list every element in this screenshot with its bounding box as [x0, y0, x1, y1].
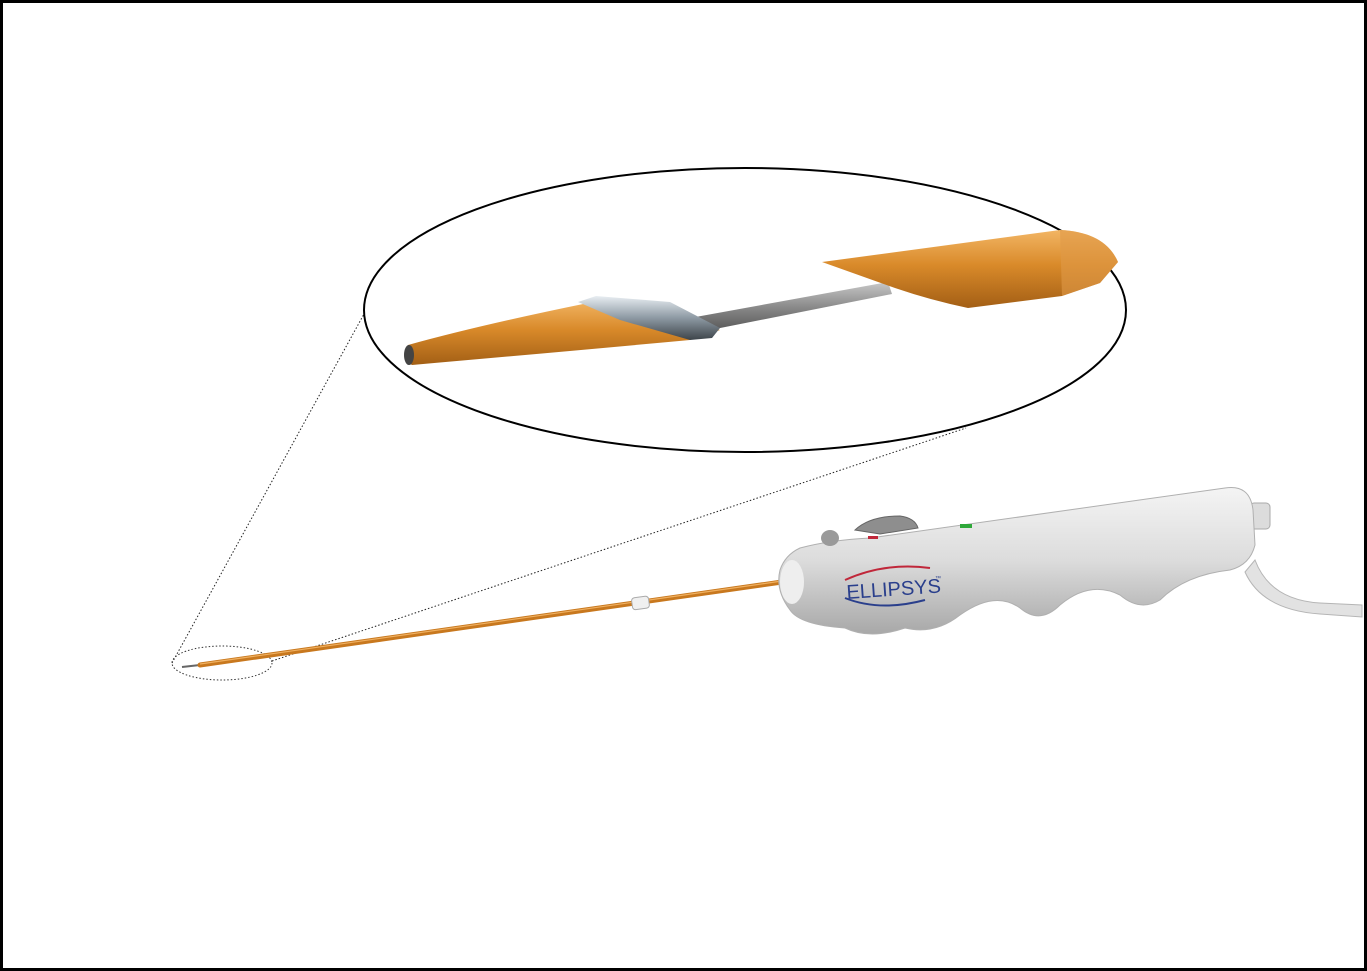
trademark-symbol: ™	[935, 575, 941, 582]
handle-body	[778, 486, 1256, 635]
magnified-tip	[404, 230, 1118, 365]
handpiece: ELLIPSYS ™	[778, 486, 1363, 635]
detail-marker-ellipse	[171, 645, 273, 681]
callout-line-lower	[271, 427, 967, 662]
outer-sleeve	[822, 230, 1118, 308]
logo-arc-red	[844, 565, 931, 581]
handle-nose	[780, 560, 804, 604]
top-button	[821, 530, 839, 546]
tip-opening	[404, 345, 414, 365]
silver-ring	[578, 296, 720, 340]
cable	[1244, 559, 1363, 618]
logo-arc-blue	[844, 597, 926, 607]
inner-rod	[690, 282, 892, 332]
slider-thumb-wheel	[853, 515, 919, 535]
cannula	[181, 579, 785, 668]
cannula-shaft	[197, 579, 785, 668]
callout-line-upper	[171, 313, 365, 664]
cannula-tip	[181, 664, 201, 668]
cannula-connector	[631, 595, 650, 611]
green-indicator	[960, 524, 972, 528]
red-indicator	[868, 536, 878, 539]
